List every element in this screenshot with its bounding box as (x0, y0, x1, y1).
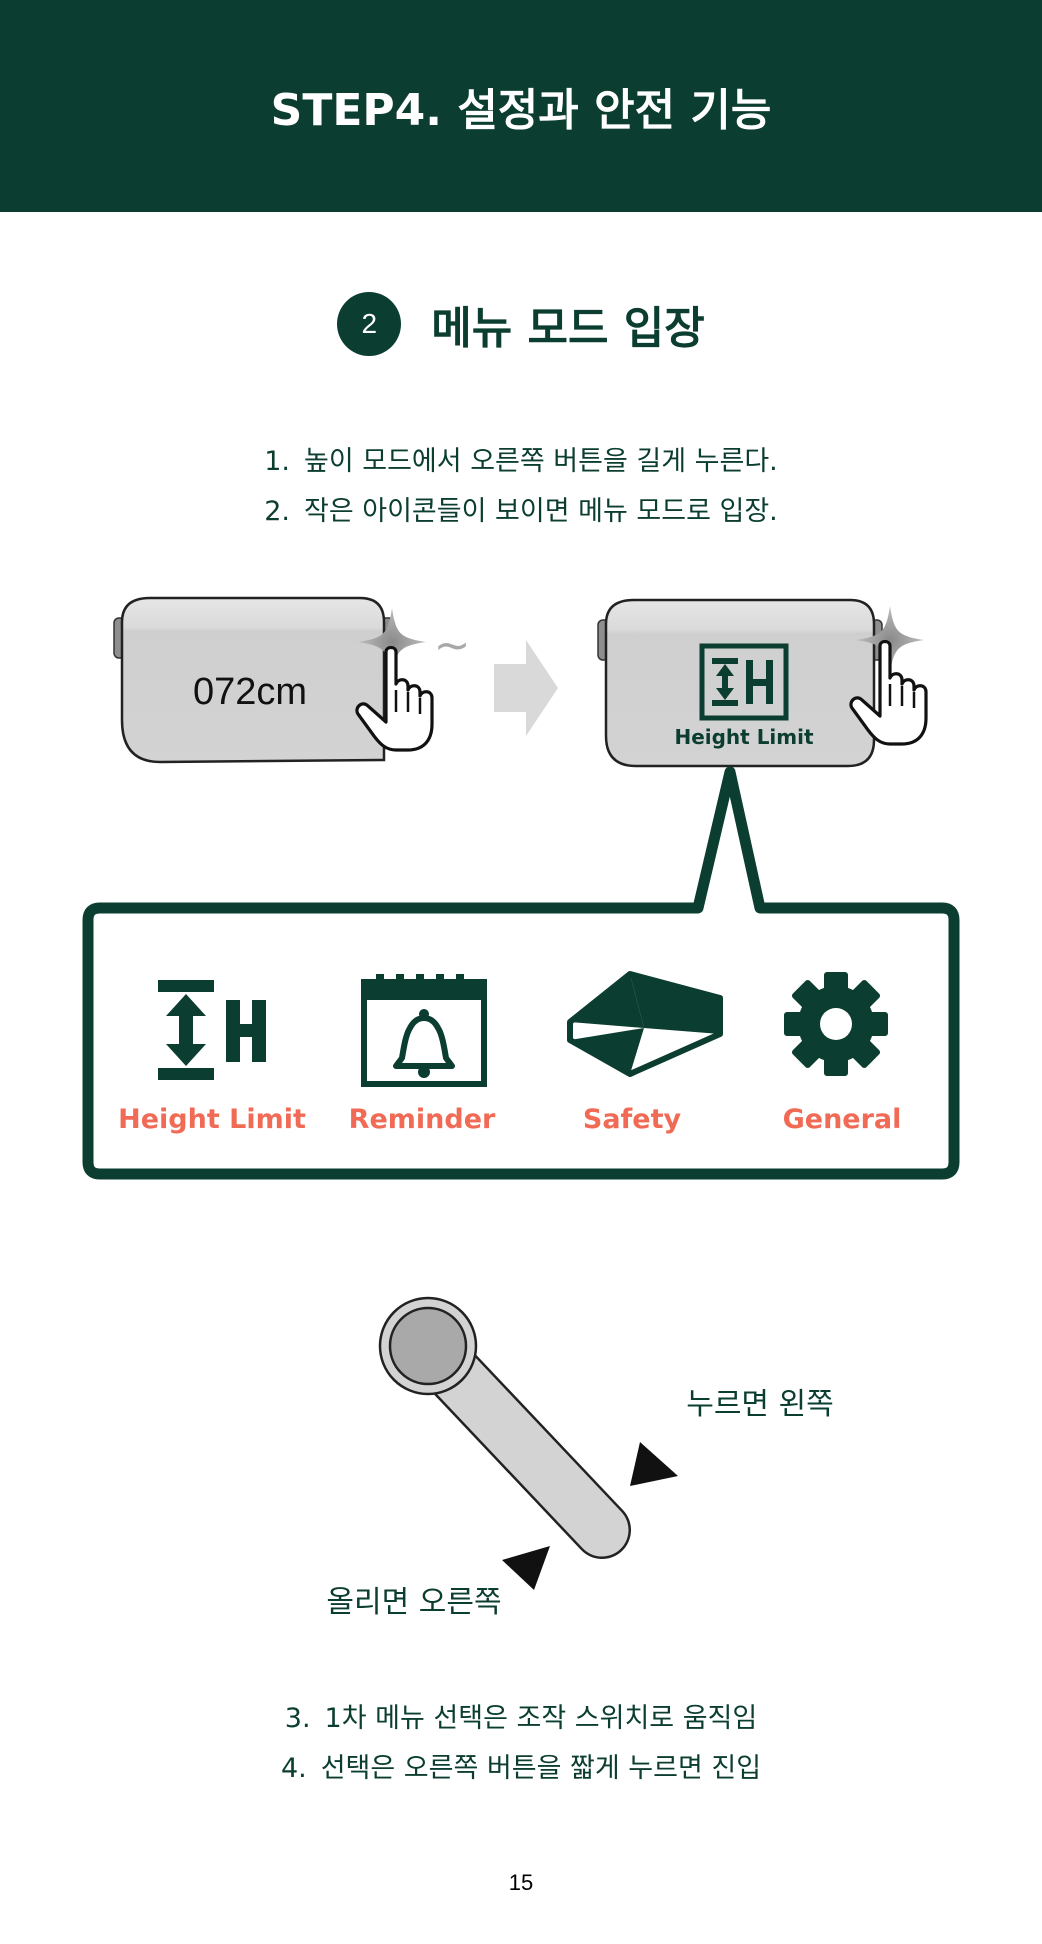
instruction-step-4: 4. 선택은 오른쪽 버튼을 짧게 누르면 진입 (0, 1744, 1042, 1794)
reminder-bell-calendar-icon (361, 974, 487, 1087)
switch-knob[interactable] (388, 1306, 468, 1386)
switch-lift-label: 올리면 오른쪽 (326, 1585, 501, 1620)
device-left-display: 072cm (193, 671, 307, 713)
menu-item-label: Reminder (349, 1104, 496, 1135)
height-limit-icon (158, 980, 266, 1080)
step-text: 높이 모드에서 오른쪽 버튼을 길게 누른다. (303, 446, 778, 477)
step-text: 1차 메뉴 선택은 조작 스위치로 움직임 (324, 1703, 758, 1734)
step-text: 작은 아이콘들이 보이면 메뉴 모드로 입장. (303, 496, 778, 527)
control-switch[interactable] (378, 1296, 631, 1559)
menu-item-general[interactable]: General (783, 972, 902, 1135)
device-left: 072cm (113, 596, 395, 764)
step-number: 3. (284, 1703, 311, 1734)
instruction-step-1: 1. 높이 모드에서 오른쪽 버튼을 길게 누른다. (0, 437, 1042, 487)
step-number: 1. (264, 446, 290, 477)
menu-item-safety[interactable]: Safety (567, 971, 723, 1135)
page-number: 15 (508, 1870, 534, 1895)
section-heading: 2 메뉴 모드 입장 (0, 288, 1042, 360)
page-header: STEP4. 설정과 안전 기능 (0, 0, 1042, 212)
menu-item-label: Safety (583, 1104, 682, 1135)
section-title: 메뉴 모드 입장 (431, 303, 705, 354)
step-number: 2. (264, 496, 290, 527)
device-right-display-label: Height Limit (674, 725, 814, 749)
instruction-step-3: 3. 1차 메뉴 선택은 조작 스위치로 움직임 (0, 1694, 1042, 1744)
right-arrow-icon (494, 640, 558, 736)
press-direction-arrow-icon (630, 1442, 678, 1486)
page-title: STEP4. 설정과 안전 기능 (270, 85, 772, 136)
menu-item-reminder[interactable]: Reminder (349, 974, 496, 1135)
lift-direction-arrow-icon (502, 1546, 550, 1590)
menu-item-height-limit[interactable]: Height Limit (118, 980, 306, 1135)
gear-icon (784, 972, 888, 1076)
instruction-list-top: 1. 높이 모드에서 오른쪽 버튼을 길게 누른다. 2. 작은 아이콘들이 보이면… (0, 437, 1042, 537)
instruction-step-2: 2. 작은 아이콘들이 보이면 메뉴 모드로 입장. (0, 487, 1042, 537)
step-text: 선택은 오른쪽 버튼을 짧게 누르면 진입 (320, 1753, 762, 1784)
instruction-list-bottom: 3. 1차 메뉴 선택은 조작 스위치로 움직임 4. 선택은 오른쪽 버튼을 짧게… (0, 1694, 1042, 1794)
switch-press-label: 누르면 왼쪽 (686, 1387, 834, 1422)
long-press-indicator: ~ (355, 608, 471, 752)
section-number-badge: 2 (337, 292, 402, 356)
height-limit-icon (699, 643, 789, 721)
menu-callout-panel (82, 766, 960, 1180)
device-right-body (604, 598, 876, 768)
menu-item-label: Height Limit (118, 1104, 306, 1135)
long-press-tilde: ~ (434, 620, 471, 671)
menu-item-label: General (783, 1104, 902, 1135)
device-left-body (120, 596, 386, 764)
step-number: 4. (280, 1753, 307, 1784)
device-right: Height Limit (597, 598, 883, 768)
safety-shield-icon (567, 971, 723, 1077)
